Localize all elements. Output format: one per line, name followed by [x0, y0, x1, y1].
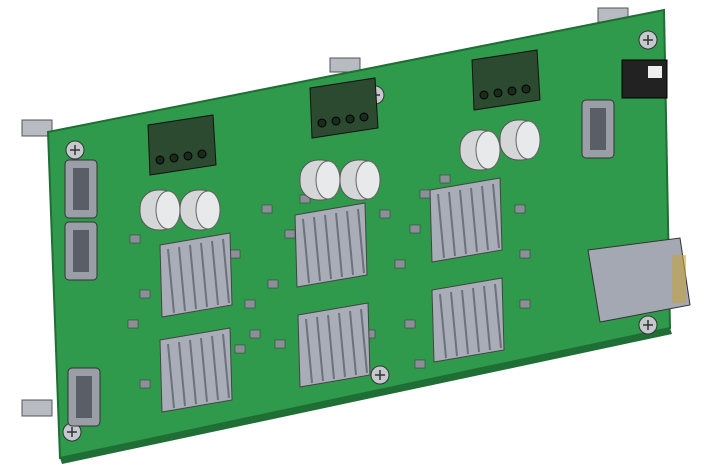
heatsink-fin: [222, 238, 230, 304]
heatsink-fin: [200, 242, 208, 308]
terminal-screw: [197, 149, 207, 159]
heatsink-fin: [302, 218, 310, 284]
smd-component: [379, 209, 391, 219]
smd-component: [229, 249, 241, 259]
heatsink-fin: [461, 289, 469, 355]
smd-component: [267, 279, 279, 289]
heatsink-fin: [437, 193, 445, 259]
heatsink-fin: [189, 244, 197, 310]
standoff: [21, 399, 53, 417]
connector-slot: [73, 230, 89, 272]
connector-slot: [76, 376, 92, 418]
smd-component: [139, 379, 151, 389]
heatsink-fin: [483, 285, 491, 351]
heatsink-fin: [313, 216, 321, 282]
heatsink-fin: [167, 248, 175, 314]
capacitor-top: [195, 190, 221, 230]
standoff: [329, 57, 361, 73]
smd-component: [261, 204, 273, 214]
capacitor-top: [155, 190, 181, 230]
capacitor-top: [475, 130, 501, 170]
smd-component: [519, 299, 531, 309]
heatsink-fin: [459, 189, 467, 255]
smd-component: [274, 339, 286, 349]
terminal-screw: [359, 112, 369, 122]
heatsink-fin: [316, 316, 324, 382]
capacitor-top: [315, 160, 341, 200]
smd-component: [284, 229, 296, 239]
terminal-screw: [331, 116, 341, 126]
heatsink-fin: [178, 341, 186, 407]
terminal-block: [471, 49, 541, 111]
screw-slot: [375, 370, 385, 380]
smd-component: [439, 174, 451, 184]
terminal-screw: [155, 155, 165, 165]
heatsink-fin: [439, 293, 447, 359]
terminal-screw: [507, 86, 517, 96]
board-edge: [60, 328, 672, 464]
heatsink-fin: [346, 210, 354, 276]
smd-component: [129, 234, 141, 244]
heatsink-fin: [360, 308, 368, 374]
terminal-block: [309, 77, 379, 139]
heatsink-fin: [222, 333, 230, 399]
rj45-shield-tab: [672, 255, 686, 303]
heatsink-fin: [357, 208, 365, 274]
heatsink-fin: [494, 283, 502, 349]
smd-component: [394, 259, 406, 269]
smd-component: [419, 189, 431, 199]
heatsink-fin: [189, 339, 197, 405]
smd-component: [519, 249, 531, 259]
screw-slot: [67, 427, 77, 437]
heatsink-fin: [450, 291, 458, 357]
heatsink-fin: [324, 214, 332, 280]
screw-slot: [643, 35, 653, 45]
heatsink-fin: [470, 187, 478, 253]
smd-component: [244, 299, 256, 309]
smd-component: [139, 289, 151, 299]
screw-slot: [70, 145, 80, 155]
pin-header-window: [648, 66, 662, 78]
smd-component: [234, 344, 246, 354]
smd-component: [409, 224, 421, 234]
standoffs: [21, 7, 629, 417]
capacitor-top: [355, 160, 381, 200]
heatsink-fin: [211, 240, 219, 306]
heatsink-fin: [178, 246, 186, 312]
heatsink-fin: [349, 310, 357, 376]
heatsink-fin: [448, 191, 456, 257]
heatsink-fin: [211, 335, 219, 401]
heatsink-fin: [305, 318, 313, 384]
terminal-screw: [493, 88, 503, 98]
terminal-screw: [521, 84, 531, 94]
smd-component: [127, 319, 139, 329]
connector-slot: [73, 168, 89, 210]
heatsink-fin: [200, 337, 208, 403]
heatsink-fin: [167, 343, 175, 409]
heatsink-fin: [338, 312, 346, 378]
heatsink-fin: [472, 287, 480, 353]
terminal-block: [147, 114, 217, 176]
heatsink-fin: [481, 185, 489, 251]
terminal-screw: [169, 153, 179, 163]
rj45-jack: [587, 237, 691, 323]
terminal-screw: [317, 118, 327, 128]
terminal-screw: [345, 114, 355, 124]
terminal-screw: [479, 90, 489, 100]
smd-component: [514, 204, 526, 214]
heatsink-fin: [492, 183, 500, 249]
pin-header: [621, 59, 668, 99]
heatsink-fin: [335, 212, 343, 278]
smd-component: [404, 319, 416, 329]
standoff: [21, 119, 53, 137]
connector-slot: [590, 108, 606, 150]
smd-component: [414, 359, 426, 369]
capacitor-top: [515, 120, 541, 160]
smd-component: [249, 329, 261, 339]
screw-slot: [643, 320, 653, 330]
heatsink-fin: [327, 314, 335, 380]
terminal-screw: [183, 151, 193, 161]
